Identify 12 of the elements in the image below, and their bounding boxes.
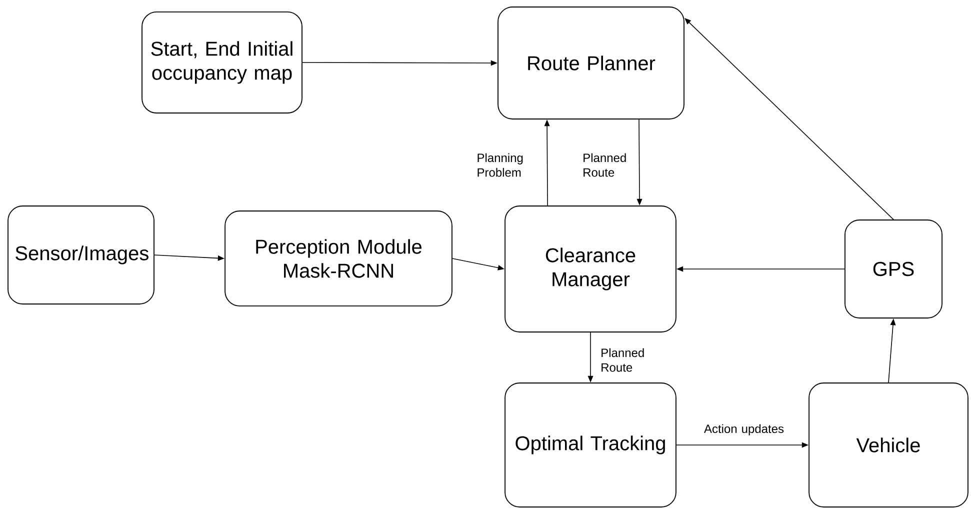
edge-label: Planning Problem [478,153,523,177]
process-box: Optimal Tracking [504,382,676,508]
edge-label: Planned Route [602,348,644,372]
edge-label: Planned Route [584,153,626,177]
process-box: Route Planner [498,6,684,120]
process-box: GPS [844,220,942,318]
process-box: Perception Module Mask-RCNN [224,210,452,306]
process-box: Sensor/Images [8,206,154,304]
edge-label: Action updates [704,424,784,436]
process-box: Start, End Initial occupancy map [142,12,302,114]
process-box: Clearance Manager [504,206,676,332]
process-box: Vehicle [808,382,968,508]
